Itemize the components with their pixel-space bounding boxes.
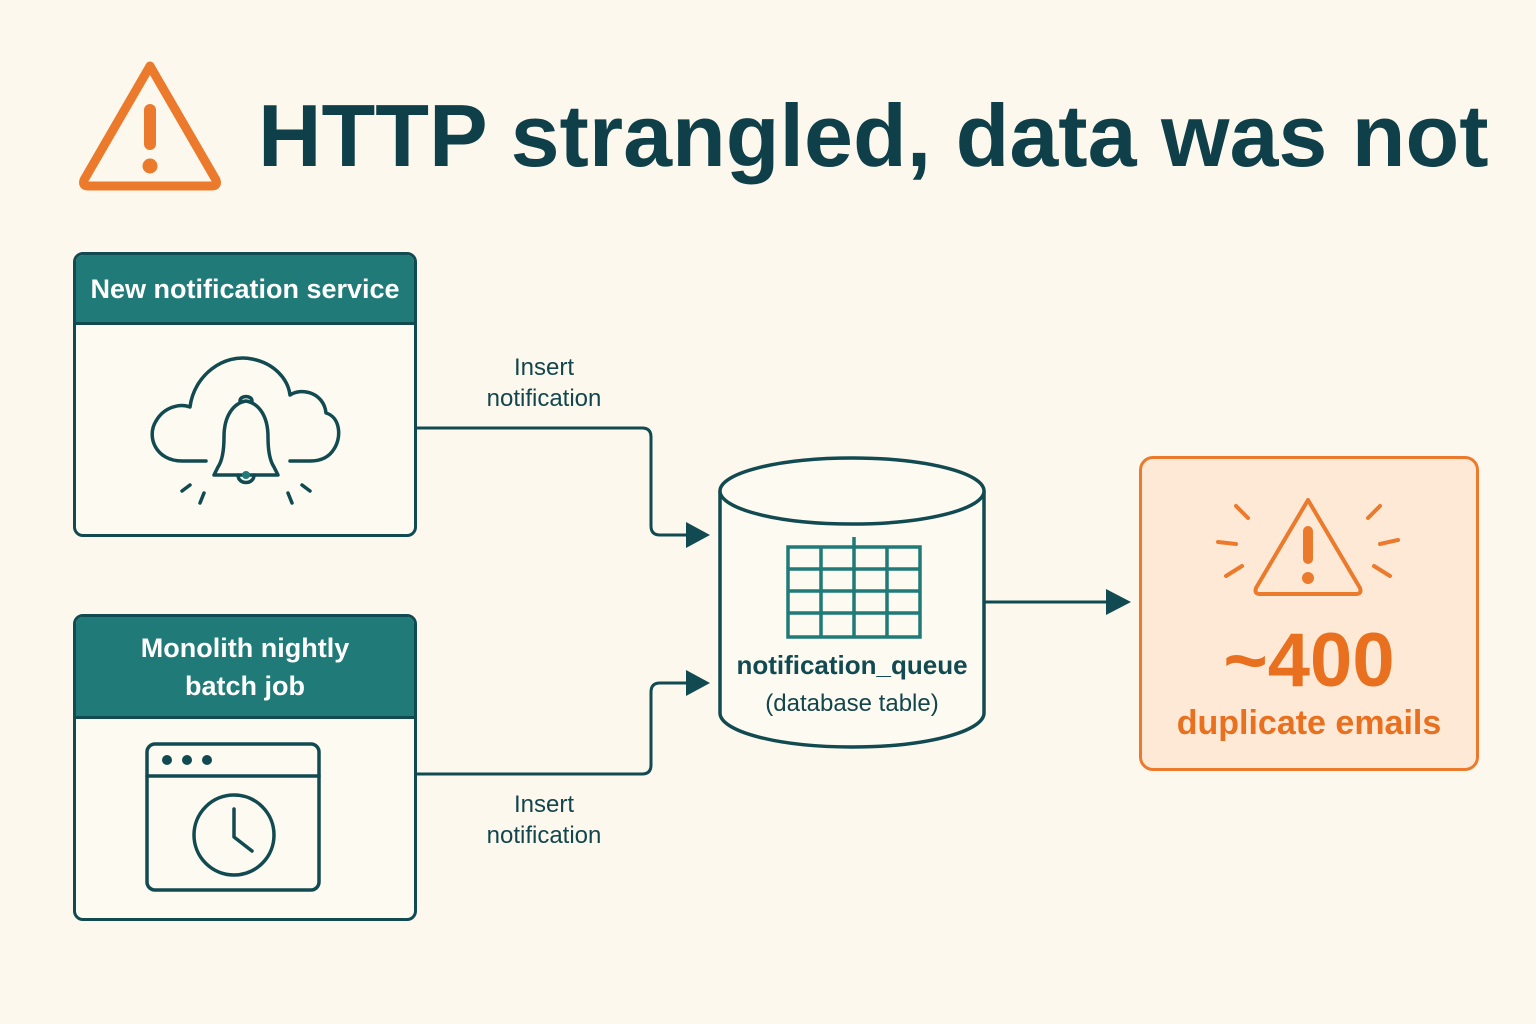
monolith-batch-job-node: Monolith nightly batch job bbox=[73, 614, 417, 921]
node-header: Monolith nightly batch job bbox=[76, 617, 414, 719]
notification-queue-node bbox=[718, 456, 986, 749]
queue-subtitle: (database table) bbox=[765, 690, 939, 717]
edge-batch-to-queue bbox=[417, 681, 690, 776]
cloud-bell-icon bbox=[150, 356, 341, 505]
arrowhead bbox=[1106, 589, 1131, 615]
browser-clock-icon bbox=[145, 742, 321, 892]
edge-service-to-queue bbox=[417, 426, 690, 537]
arrowhead bbox=[686, 670, 710, 696]
warning-triangle-icon bbox=[1216, 498, 1400, 596]
edge-label-insert-bottom: Insert notification bbox=[486, 791, 602, 849]
queue-name: notification_queue bbox=[736, 650, 968, 680]
edge-label-insert-top: Insert notification bbox=[486, 354, 602, 412]
node-header: New notification service bbox=[76, 255, 414, 325]
page-title: HTTP strangled, data was not bbox=[258, 86, 1489, 185]
arrowhead bbox=[686, 522, 710, 548]
duplicate-count: ~400 bbox=[1223, 618, 1395, 703]
database-table-icon bbox=[786, 537, 922, 639]
warning-triangle-icon bbox=[79, 61, 221, 191]
duplicate-label: duplicate emails bbox=[1176, 704, 1442, 742]
duplicate-emails-node bbox=[1139, 456, 1479, 771]
new-notification-service-node: New notification service bbox=[73, 252, 417, 537]
